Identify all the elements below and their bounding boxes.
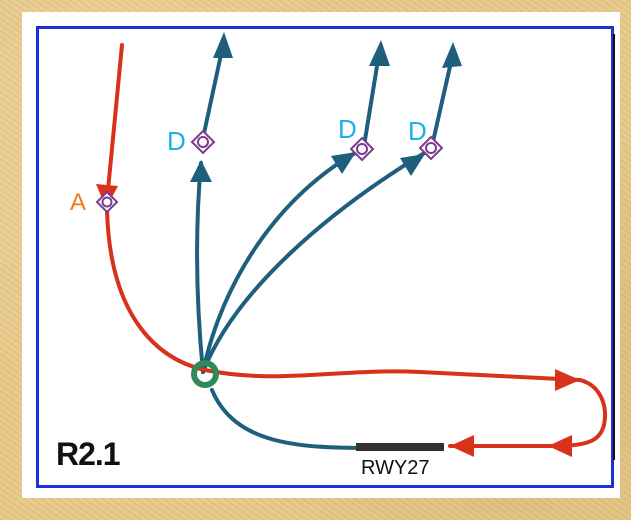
arrowhead-left-1: [548, 435, 572, 457]
diagram-panel: [22, 12, 620, 498]
arrival-arrowheads: [96, 184, 580, 457]
arrival-loop-path: [558, 378, 607, 448]
departure-arrowheads: [190, 32, 462, 182]
departure-paths: [195, 48, 453, 450]
runway-label: RWY27: [361, 457, 430, 479]
arrowhead-left-2: [450, 435, 474, 457]
arrowhead-up-3: [442, 42, 462, 68]
arrowhead-mid-3: [400, 154, 425, 176]
departure-path-2: [201, 150, 359, 374]
route-id-label: R2.1: [56, 436, 121, 472]
departure-path-3: [201, 150, 428, 374]
fix-label-d-3: D: [408, 116, 427, 146]
arrival-paths: [105, 43, 607, 448]
departure-path-2-exit: [362, 58, 380, 148]
fix-marker-a: [95, 190, 119, 214]
diagram-frame: [36, 26, 614, 488]
arrival-inbound-path: [106, 43, 124, 192]
fix-label-a: A: [70, 189, 86, 216]
fix-marker-d-2: [349, 136, 375, 162]
fix-label-d-2: D: [338, 114, 357, 144]
arrival-turn-path: [105, 208, 582, 382]
arrowhead-up-2: [369, 40, 390, 66]
departure-path-1-exit: [201, 48, 224, 140]
fix-label-d-1: D: [167, 126, 186, 156]
fix-marker-d-3: [418, 135, 444, 161]
departure-path-1: [195, 161, 205, 374]
fix-marker-d-1: [190, 129, 216, 155]
arrowhead-right: [555, 369, 580, 391]
arrowhead-up-1: [213, 32, 233, 58]
arrowhead-mid-1: [190, 160, 212, 182]
departure-path-3-exit: [430, 60, 453, 148]
runway-to-merge-path: [210, 388, 372, 450]
runway-bar: [356, 443, 444, 451]
merge-point-marker: [191, 360, 219, 388]
arrowhead-mid-2: [331, 152, 356, 174]
